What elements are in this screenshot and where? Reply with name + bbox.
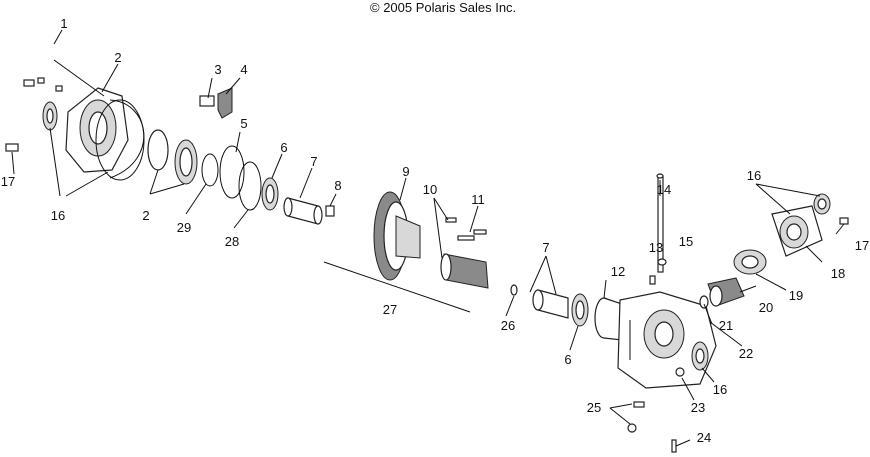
callout-number: 16 [51,208,65,223]
part-pin-and-bracket [199,87,233,119]
part-13 [649,275,656,285]
callout-number: 22 [739,346,753,361]
part-seal-upper-right [813,193,831,215]
callout-number: 4 [240,62,247,77]
part-gearcase-housing [617,291,717,389]
part-ring-28 [238,161,262,211]
group-bracket-27 [323,261,471,313]
callout-leaders [11,29,845,447]
part-housing-cover [65,87,145,179]
callout-number: 20 [759,300,773,315]
part-bearing-19 [733,249,767,275]
part-clutch-hub [440,253,489,289]
callout-number: 1 [60,16,67,31]
part-bearing-12 [594,297,623,341]
part-sleeve-7-left [283,197,323,225]
callout-number: 23 [691,400,705,415]
part-shaft-14 [656,173,664,273]
callout-number: 24 [697,430,711,445]
callout-number: 29 [177,220,191,235]
callout-number: 18 [831,266,845,281]
part-ring-gear [373,191,421,281]
part-o-ring-5 [219,145,245,199]
callout-number: 16 [747,168,761,183]
callout-number: 7 [310,154,317,169]
part-o-ring-large [95,99,145,181]
part-bearing-6-left [261,177,279,211]
part-sleeve-7-right [532,289,569,319]
callout-number: 12 [611,264,625,279]
part-seal-left [42,101,58,131]
callout-number: 5 [240,116,247,131]
part-23 [675,367,685,377]
part-springs [445,217,487,241]
callout-number: 17 [855,238,869,253]
part-bolt-17-right [839,217,849,225]
callout-number: 6 [564,352,571,367]
part-shim [201,153,219,187]
part-output-flange [771,205,823,257]
part-bearing-6-right [571,293,589,327]
part-bearing-races [147,129,198,185]
copyright-caption: © 2005 Polaris Sales Inc. [370,0,516,15]
part-15 [657,258,667,266]
callout-number: 25 [587,400,601,415]
callout-number: 10 [423,182,437,197]
callout-number: 26 [501,318,515,333]
callout-number: 15 [679,234,693,249]
callout-number: 16 [713,382,727,397]
callout-number: 13 [649,240,663,255]
callout-number: 7 [542,240,549,255]
callout-number: 17 [1,174,15,189]
callout-number: 27 [383,302,397,317]
callout-number: 6 [280,140,287,155]
callout-number: 11 [471,192,485,207]
callout-number: 8 [334,178,341,193]
callout-number: 28 [225,234,239,249]
part-pinion-gear [699,277,745,309]
part-screws-lower [627,401,677,453]
callout-number: 14 [657,182,671,197]
part-bolts-left [5,77,63,152]
callout-number: 21 [719,318,733,333]
part-pin-8 [325,205,335,217]
part-seal-right [691,341,709,371]
callout-number: 2 [142,208,149,223]
part-clip-26 [510,284,518,296]
callout-number: 9 [402,164,409,179]
callout-number: 2 [114,50,121,65]
callout-number: 3 [214,62,221,77]
callout-number: 19 [789,288,803,303]
